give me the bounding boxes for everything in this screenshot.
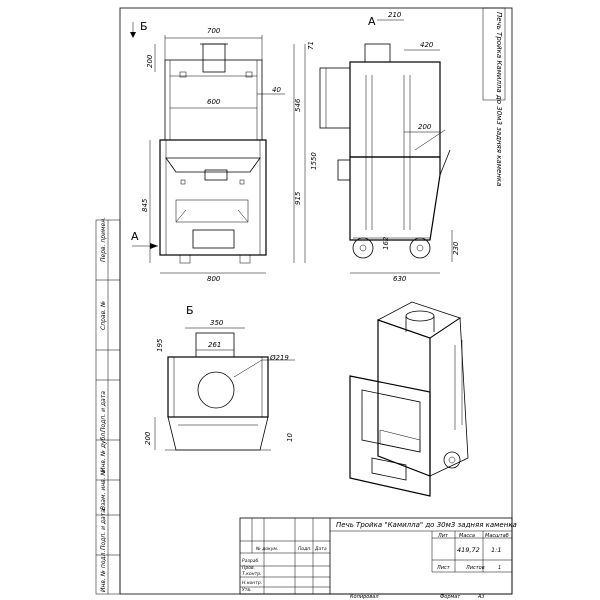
tb-role-1: Разраб. <box>242 558 260 564</box>
front-view-label: Б <box>140 20 148 33</box>
dim-side-210: 210 <box>388 11 402 19</box>
tb-format-label: Формат <box>440 594 461 600</box>
tb-scale-label: Масштаб <box>485 533 509 539</box>
tb-col-doc: № докум. <box>255 546 278 552</box>
tb-role-2: Пров. <box>242 565 255 571</box>
drawing-frame <box>119 7 513 595</box>
isometric-view <box>349 301 469 497</box>
tb-sheet-label: Лист <box>436 565 451 571</box>
corner-stamp: Печь Тройка Камилла до 30м3 задняя камен… <box>482 7 506 186</box>
view-b: Б 350 261 195 Ø219 200 10 <box>144 304 295 451</box>
tb-role-5: Н.контр. <box>242 580 262 586</box>
tb-role-3: Т.контр. <box>242 571 262 577</box>
strip-label-6: Подп. и дата <box>100 509 107 550</box>
dim-side-230: 230 <box>452 241 460 255</box>
strip-label-2: Справ. № <box>100 301 107 330</box>
dim-b-200: 200 <box>144 431 152 445</box>
tb-col-sign: Подп. <box>298 546 312 552</box>
front-view: Б 700 200 40 600 <box>130 20 318 283</box>
tb-copied: Копировал <box>350 594 379 600</box>
view-b-label: Б <box>186 304 194 317</box>
strip-label-7: Инв. № подл. <box>100 551 107 592</box>
dim-front-700: 700 <box>207 27 221 35</box>
dim-front-200: 200 <box>146 54 154 68</box>
strip-label-5: Взам. инв. № <box>100 469 107 510</box>
dim-side-162: 162 <box>382 236 390 250</box>
tb-lit: Лит <box>437 533 449 539</box>
side-view: А 210 420 200 162 230 630 <box>319 11 460 283</box>
dim-front-40: 40 <box>272 86 281 94</box>
tb-role-6: Утв. <box>242 587 251 593</box>
dim-side-630: 630 <box>393 275 407 283</box>
title-block: Печь Тройка "Камилла" до 30м3 задняя кам… <box>239 517 517 600</box>
tb-mass-label: Масса <box>459 533 475 539</box>
dim-front-600: 600 <box>207 98 221 106</box>
tb-format-value: A3 <box>477 594 485 600</box>
dim-b-350: 350 <box>210 319 224 327</box>
tb-scale-value: 1:1 <box>491 546 501 554</box>
dim-front-800: 800 <box>207 275 221 283</box>
strip-label-1: Перв. примен. <box>100 217 107 262</box>
dim-side-200: 200 <box>418 123 432 131</box>
tb-sheets-label: Листов <box>465 565 485 571</box>
dim-front-1550: 1550 <box>310 152 318 170</box>
tb-mass-value: 419,72 <box>457 546 480 554</box>
dim-front-915: 915 <box>294 191 302 205</box>
strip-label-4: Инв. № дубл. <box>100 431 107 472</box>
dim-front-845: 845 <box>141 198 149 212</box>
dim-b-261: 261 <box>208 341 221 349</box>
dim-front-546: 546 <box>294 98 302 112</box>
dim-side-420: 420 <box>420 41 434 49</box>
section-a-label: А <box>131 230 139 243</box>
dim-b-195: 195 <box>156 338 164 352</box>
strip-label-3: Подп. и дата <box>100 391 107 432</box>
title-text: Печь Тройка "Камилла" до 30м3 задняя кам… <box>336 521 517 529</box>
left-strip: Перв. примен. Справ. № Подп. и дата Инв.… <box>95 217 121 595</box>
tb-col-date: Дата <box>314 546 327 552</box>
dim-b-219: Ø219 <box>269 354 289 362</box>
tb-sheets-value: 1 <box>498 565 501 571</box>
dim-front-71: 71 <box>307 41 315 50</box>
dim-b-10: 10 <box>286 433 294 442</box>
side-view-label: А <box>368 15 376 28</box>
corner-stamp-text: Печь Тройка Камилла до 30м3 задняя камен… <box>495 12 503 186</box>
